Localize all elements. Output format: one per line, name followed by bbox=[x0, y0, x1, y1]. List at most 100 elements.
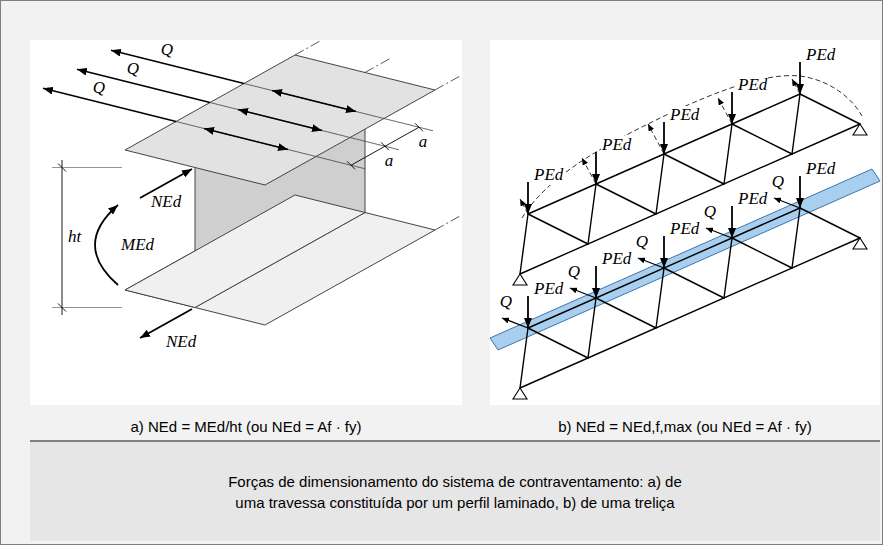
upper-truss bbox=[792, 94, 800, 154]
load-arrows bbox=[799, 62, 801, 94]
supports bbox=[853, 238, 867, 249]
lower-truss bbox=[596, 298, 656, 328]
lower-truss bbox=[520, 238, 860, 388]
load-symbol: PEd bbox=[669, 106, 700, 125]
buckled-shape bbox=[718, 98, 732, 124]
load-arrows bbox=[528, 62, 800, 214]
flange-force-arrows bbox=[95, 205, 118, 285]
flange-double-arrows bbox=[238, 110, 322, 131]
load-arrows bbox=[663, 122, 665, 154]
load-arrows bbox=[528, 176, 800, 328]
figure-caption: Forças de dimensionamento do sistema de … bbox=[220, 471, 690, 513]
force-symbol: NEd bbox=[150, 193, 182, 212]
station-lines bbox=[176, 122, 365, 169]
buckled-shape bbox=[648, 124, 664, 154]
centre-lines bbox=[295, 41, 460, 230]
height-dimension bbox=[62, 160, 63, 315]
panel-a bbox=[30, 40, 462, 405]
load-symbol: PEd bbox=[669, 220, 700, 239]
upper-truss bbox=[596, 184, 656, 214]
formula-caption: b) NEd = NEd,f,max (ou NEd = Af · fy) bbox=[557, 419, 812, 436]
load-symbol: PEd bbox=[533, 280, 564, 299]
restraint-force-arrows bbox=[43, 50, 244, 121]
restraint-force-arrows bbox=[638, 258, 664, 268]
buckled-shape bbox=[792, 79, 800, 94]
flange-double-arrows bbox=[204, 129, 288, 150]
load-arrows bbox=[663, 236, 665, 268]
height-dimension bbox=[52, 160, 122, 315]
lower-truss bbox=[528, 208, 800, 328]
force-symbol: Q bbox=[771, 173, 785, 192]
load-symbol: PEd bbox=[737, 190, 768, 209]
lower-truss bbox=[588, 298, 596, 358]
height-dimension bbox=[58, 164, 66, 172]
centre-lines bbox=[435, 76, 460, 90]
buckled-shape bbox=[520, 199, 528, 214]
restraint-force-arrows bbox=[77, 69, 210, 102]
upper-truss bbox=[656, 154, 664, 214]
upper-truss bbox=[664, 154, 724, 184]
restraint-force-arrows bbox=[570, 288, 596, 298]
restraint-force-arrows bbox=[502, 198, 800, 328]
load-arrows bbox=[799, 176, 801, 208]
formula-caption: a) NEd = MEd/ht (ou NEd = Af · fy) bbox=[130, 419, 363, 436]
dimension-label: ht bbox=[67, 228, 82, 247]
flange-double-arrows bbox=[204, 91, 356, 150]
supports bbox=[513, 238, 867, 399]
restraint-force-arrows bbox=[774, 198, 800, 208]
load-symbol: PEd bbox=[601, 250, 632, 269]
flange-force-arrows bbox=[140, 169, 192, 198]
load-symbol: PEd bbox=[601, 136, 632, 155]
lower-truss bbox=[520, 208, 860, 388]
bottom-flange bbox=[125, 195, 435, 325]
spacing-dimension bbox=[415, 123, 423, 131]
moment-symbol: MEd bbox=[120, 236, 155, 255]
load-symbol: PEd bbox=[805, 46, 836, 65]
spacing-dimension bbox=[347, 161, 355, 169]
spacing-dimension bbox=[347, 123, 423, 169]
lower-truss bbox=[800, 208, 860, 238]
force-symbol: Q bbox=[160, 41, 174, 60]
station-lines bbox=[176, 84, 433, 169]
lower-truss bbox=[656, 268, 664, 328]
upper-truss bbox=[800, 94, 860, 124]
supports bbox=[853, 124, 867, 135]
bottom-flange-front bbox=[125, 195, 365, 308]
force-symbol: Q bbox=[567, 263, 581, 282]
spacing-dimension bbox=[381, 142, 389, 150]
lower-truss bbox=[792, 208, 800, 268]
lower-truss bbox=[732, 238, 792, 268]
upper-truss bbox=[528, 94, 800, 214]
supports bbox=[513, 388, 527, 399]
upper-truss bbox=[528, 214, 588, 244]
flange-force-arrows bbox=[95, 169, 192, 338]
station-lines bbox=[210, 103, 399, 150]
centre-lines bbox=[295, 41, 320, 55]
load-arrows bbox=[595, 266, 597, 298]
load-arrows bbox=[527, 182, 529, 214]
force-symbol: Q bbox=[92, 79, 106, 98]
load-symbol: PEd bbox=[533, 166, 564, 185]
restraint-force-arrows bbox=[706, 228, 732, 238]
centre-lines bbox=[435, 216, 460, 230]
station-lines bbox=[244, 84, 433, 131]
height-dimension bbox=[58, 304, 66, 312]
load-arrows bbox=[731, 206, 733, 238]
supports bbox=[513, 274, 527, 285]
restraint-force-arrows bbox=[43, 88, 176, 121]
lower-truss bbox=[664, 268, 724, 298]
dimension-label: a bbox=[418, 133, 429, 152]
flange-force-arrows bbox=[140, 309, 192, 338]
lower-truss bbox=[528, 328, 588, 358]
upper-truss bbox=[520, 94, 860, 274]
force-symbol: Q bbox=[635, 233, 649, 252]
force-symbol: Q bbox=[703, 203, 717, 222]
restraint-force-arrows bbox=[502, 318, 528, 328]
upper-truss bbox=[724, 124, 732, 184]
load-symbol: PEd bbox=[805, 160, 836, 179]
bracing-band bbox=[490, 169, 880, 350]
dimension-label: a bbox=[384, 152, 395, 171]
spacing-dimension bbox=[351, 127, 419, 165]
flange-double-arrows bbox=[272, 91, 356, 112]
